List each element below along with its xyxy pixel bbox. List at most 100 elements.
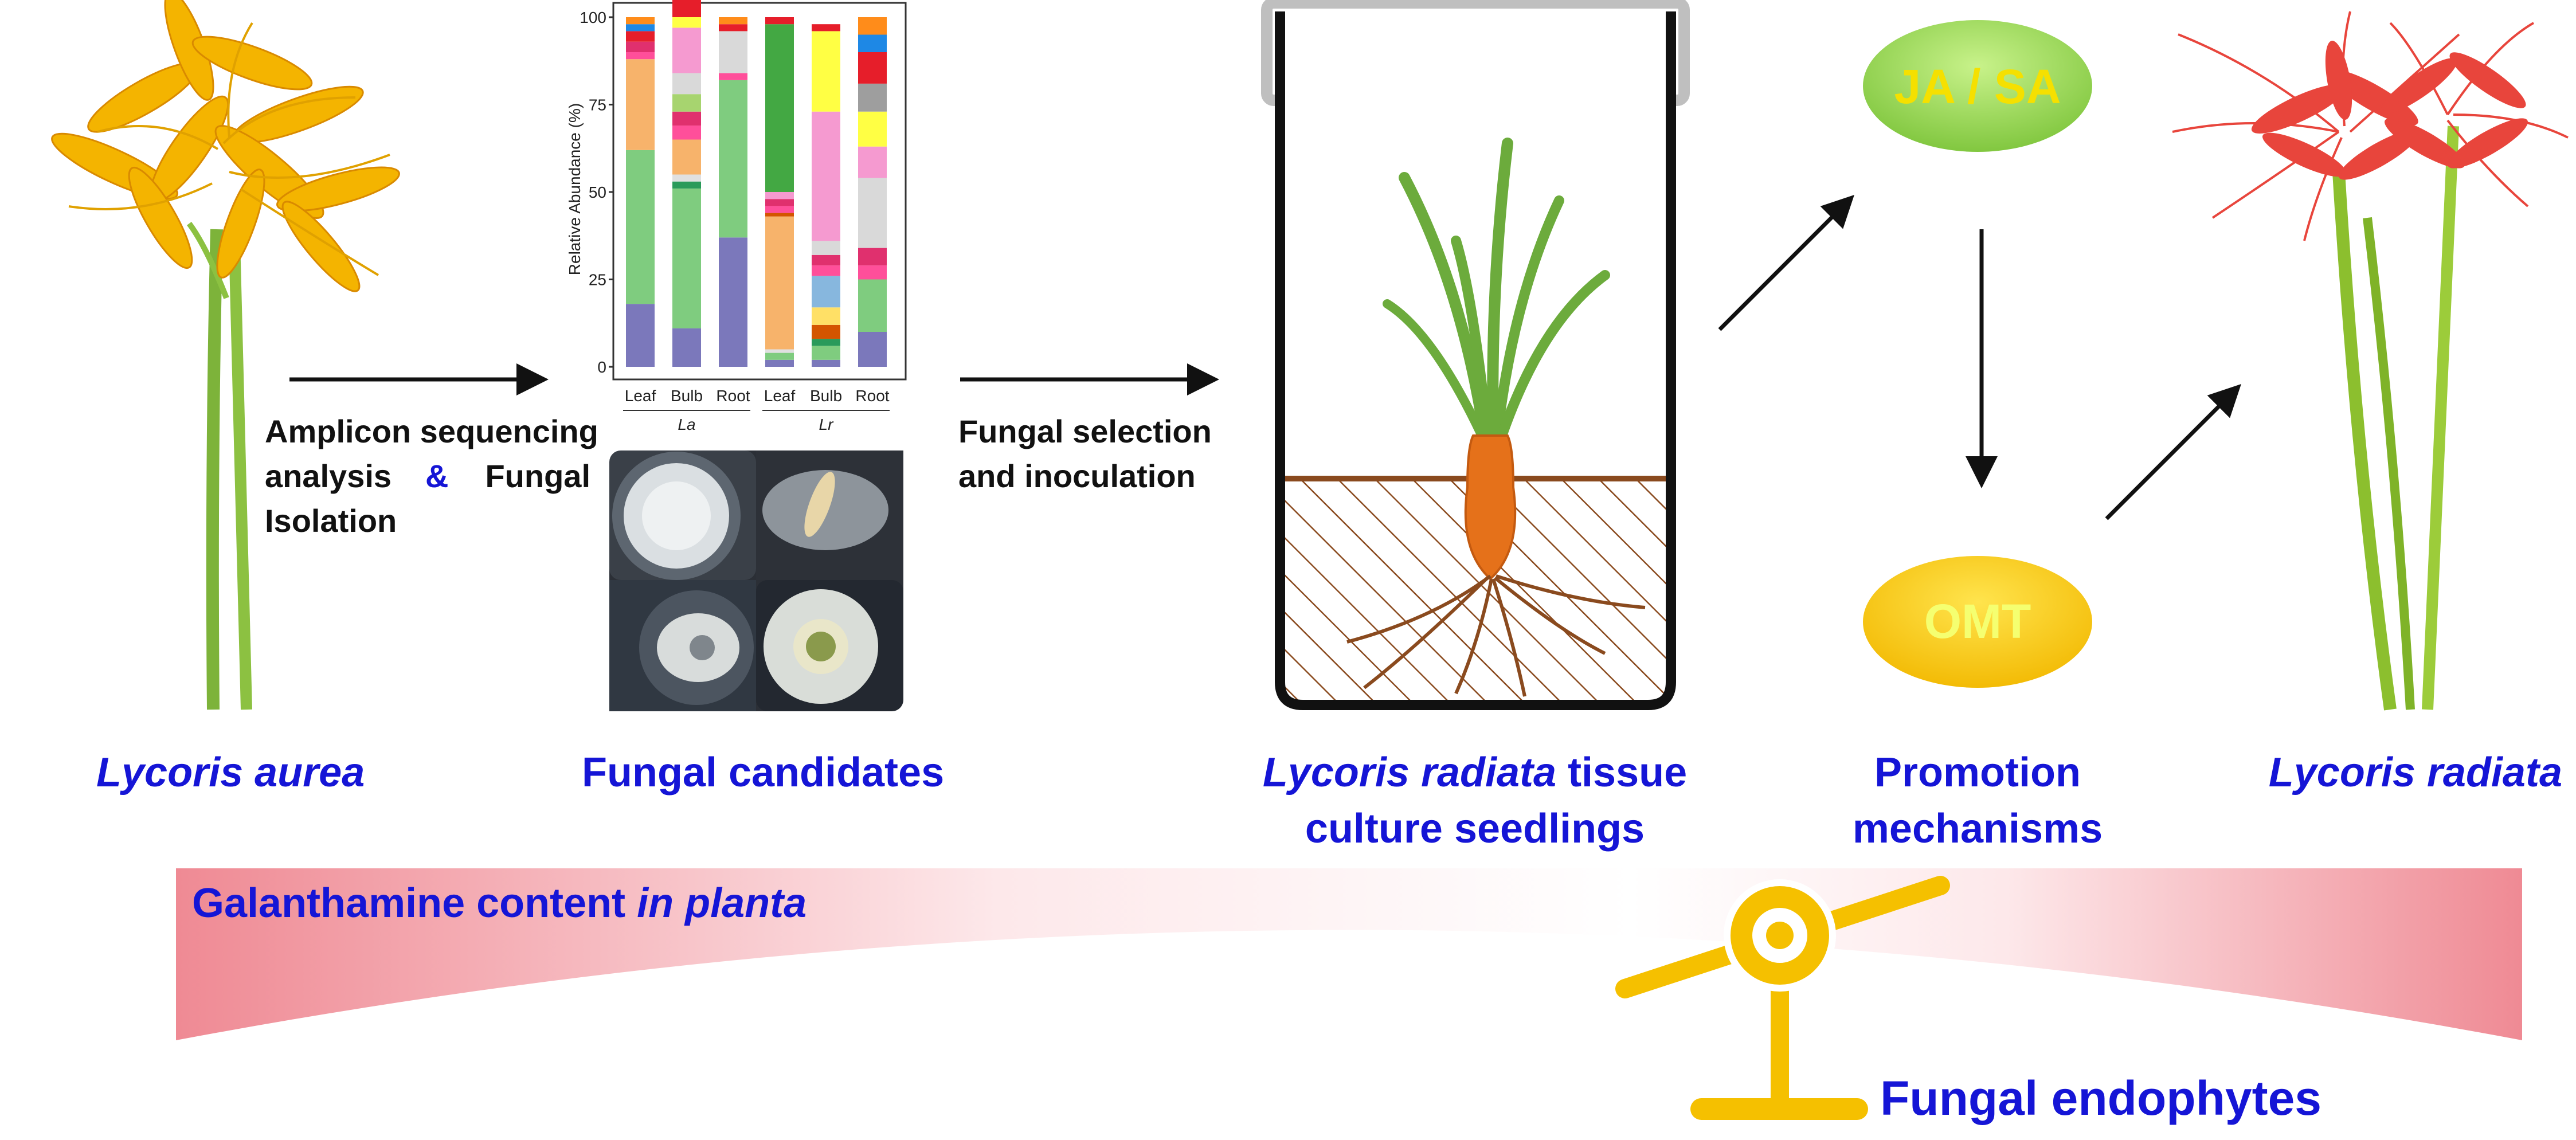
omt-label: OMT	[1924, 594, 2031, 648]
seedling	[1346, 138, 1646, 697]
y-tick-label: 25	[589, 271, 606, 289]
tissue-culture-jar	[1261, 0, 1690, 710]
x-tick-label: Root	[855, 387, 889, 405]
bar-segment	[812, 346, 840, 360]
bar-segment	[858, 52, 887, 84]
bar-segment	[812, 324, 840, 339]
fungal-endophytes-caption: Fungal endophytes	[1880, 1071, 2321, 1125]
bar-segment	[719, 24, 747, 32]
culture-plate-2	[756, 450, 903, 580]
y-tick-label: 100	[580, 9, 606, 26]
bar-segment	[672, 111, 701, 126]
culture-plate-3	[609, 580, 756, 711]
bar-segment	[765, 199, 794, 206]
bar-segment	[719, 17, 747, 25]
bar-segment	[812, 276, 840, 308]
bar-segment	[672, 328, 701, 367]
svg-text:Fungal selection: Fungal selection	[958, 413, 1212, 449]
bar-segment	[812, 339, 840, 346]
x-tick-label: Bulb	[671, 387, 703, 405]
bar-segment	[626, 24, 655, 32]
promotion-caption: Promotion	[1874, 750, 2081, 796]
x-tick-label: Leaf	[625, 387, 656, 405]
svg-text:analysis: analysis	[265, 458, 392, 494]
lycoris-radiata-plant	[2172, 11, 2569, 711]
x-tick-label: Root	[716, 387, 750, 405]
bar-segment	[719, 237, 747, 367]
bar-segment	[858, 34, 887, 52]
lycoris-radiata-caption: Lycoris radiata	[2269, 750, 2562, 796]
bar-segment	[765, 24, 794, 192]
bar-segment	[765, 206, 794, 213]
svg-text:Isolation: Isolation	[265, 503, 397, 539]
bar-segment	[765, 349, 794, 353]
chart-y-axis-label: Relative Abundance (%)	[566, 103, 584, 275]
bar-segment	[858, 332, 887, 367]
bar-segment	[626, 150, 655, 304]
bar-segment	[765, 216, 794, 350]
bar-segment	[858, 279, 887, 332]
bar-segment	[858, 248, 887, 266]
selection-step-label: Fungal selection and inoculation	[958, 413, 1212, 494]
bar-segment	[812, 24, 840, 32]
bar-segment	[812, 359, 840, 367]
bar-segment	[812, 265, 840, 276]
bar-segment	[812, 254, 840, 266]
galanthamine-band: Galanthamine content in planta	[176, 868, 2522, 1040]
y-tick-label: 75	[589, 96, 606, 114]
tissue-culture-caption: Lycoris radiata tissue	[1263, 750, 1687, 796]
bar-segment	[626, 41, 655, 52]
lycoris-aurea-plant	[51, 0, 400, 710]
bar-segment	[672, 28, 701, 73]
x-tick-label: Leaf	[764, 387, 796, 405]
relative-abundance-chart: Relative Abundance (%) 0 25 50 75 100 Leaf Bu…	[566, 0, 907, 433]
bar-segment	[858, 265, 887, 280]
svg-text:and inoculation: and inoculation	[958, 458, 1196, 494]
bar-segment	[765, 17, 794, 25]
bar-segment	[672, 139, 701, 175]
bar-segment	[858, 17, 887, 35]
x-tick-label: Bulb	[810, 387, 842, 405]
bar-segment	[858, 178, 887, 248]
bar-segment	[672, 126, 701, 140]
bar-segment	[858, 146, 887, 178]
bar-segment	[858, 111, 887, 147]
jar-wall	[1275, 11, 1676, 710]
bar-segment	[812, 307, 840, 325]
arrow-to-ja-sa	[1718, 195, 1854, 331]
group-label: Lr	[819, 416, 835, 433]
fungal-culture-photos	[609, 450, 903, 711]
bar-segment	[765, 352, 794, 360]
arrow-omt-to-radiata	[2105, 384, 2241, 520]
culture-plate-4	[756, 580, 903, 711]
svg-text:Fungal: Fungal	[485, 458, 590, 494]
bar-segment	[812, 31, 840, 112]
amplicon-step-label: Amplicon sequencing analysis & Fungal Is…	[265, 413, 598, 539]
bar-segment	[626, 59, 655, 150]
y-tick-label: 0	[597, 358, 606, 376]
bar-segment	[672, 188, 701, 328]
chart-frame	[612, 2, 907, 381]
y-tick-label: 50	[589, 183, 606, 201]
bar-segment	[719, 31, 747, 73]
bar-segment	[672, 17, 701, 28]
promotion-caption-line2: mechanisms	[1853, 806, 2103, 852]
fungal-endophyte-balance	[1615, 876, 1950, 1120]
bar-segment	[626, 17, 655, 25]
bar-segment	[672, 73, 701, 95]
bar-segment	[812, 241, 840, 255]
bar-segment	[626, 31, 655, 42]
bar-segment	[672, 181, 701, 189]
tissue-culture-caption-line2: culture seedlings	[1305, 806, 1645, 852]
ja-sa-node: JA / SA	[1863, 20, 2092, 152]
lycoris-aurea-caption: Lycoris aurea	[96, 750, 365, 796]
bar-segment	[672, 0, 701, 18]
bar-segment	[672, 94, 701, 112]
bar-segment	[626, 52, 655, 60]
amplicon-ampersand: &	[425, 458, 448, 494]
bar-segment	[765, 359, 794, 367]
ja-sa-label: JA / SA	[1894, 60, 2061, 113]
bar-segment	[765, 192, 794, 199]
bar-segment	[672, 174, 701, 182]
